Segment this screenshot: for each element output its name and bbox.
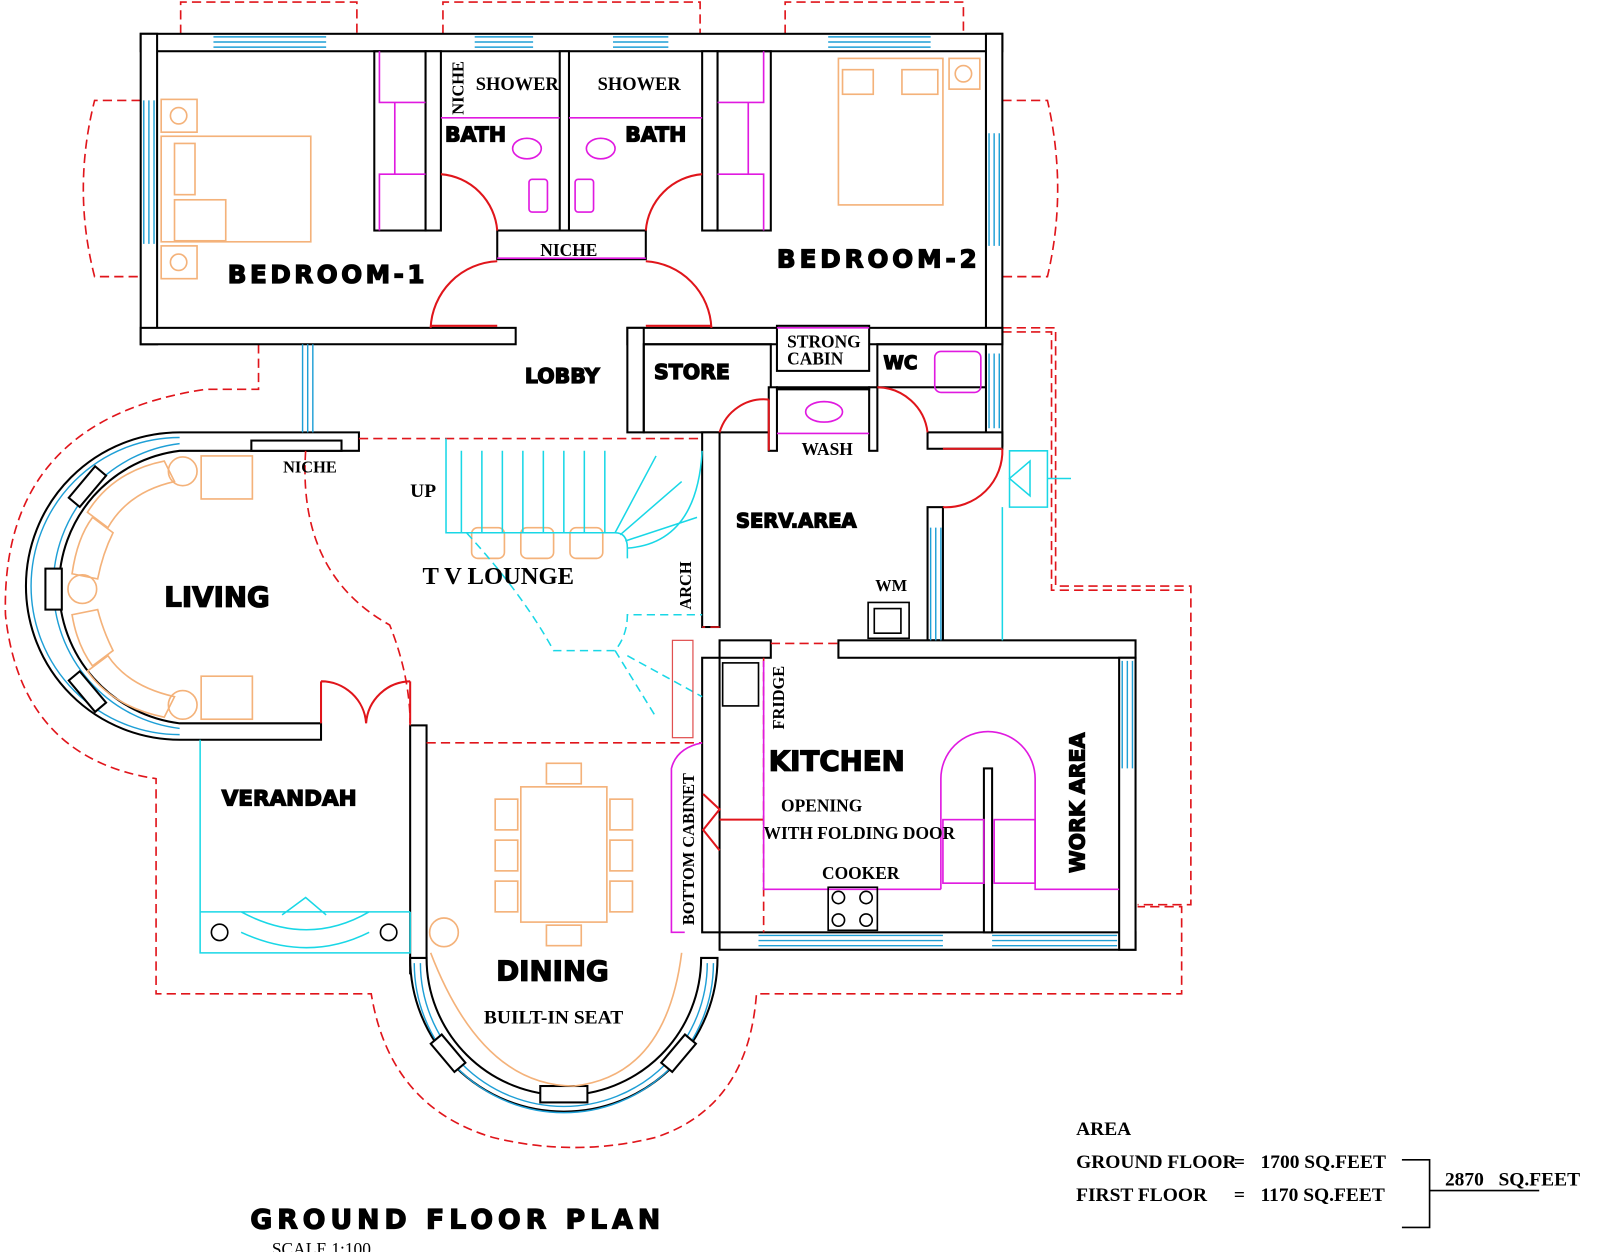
label-cabin: CABIN: [787, 349, 844, 369]
area-ground-floor-eq: =: [1234, 1152, 1245, 1173]
label-strong: STRONG: [787, 331, 861, 351]
label-bath-2: BATH: [625, 122, 686, 146]
sanitary-fixtures: [378, 51, 1120, 934]
label-verandah: VERANDAH: [222, 786, 357, 811]
label-lobby: LOBBY: [525, 364, 601, 388]
label-arch: ARCH: [676, 561, 695, 609]
label-dining: DINING: [496, 954, 609, 987]
label-tv-lounge: T V LOUNGE: [422, 563, 574, 590]
label-bedroom-1: BEDROOM-1: [228, 260, 425, 289]
area-first-floor-label: FIRST FLOOR: [1076, 1185, 1208, 1206]
walls: [25, 32, 1137, 1113]
label-wc: WC: [884, 353, 918, 374]
area-summary: AREA GROUND FLOOR = 1700 SQ.FEET FIRST F…: [1076, 1119, 1580, 1229]
area-total: 2870 SQ.FEET: [1445, 1169, 1580, 1190]
window-mullions: [44, 464, 698, 1104]
label-kitchen: KITCHEN: [769, 744, 905, 777]
plan-title: GROUND FLOOR PLAN: [250, 1204, 660, 1235]
label-serv-area: SERV.AREA: [736, 510, 857, 533]
label-niche-bath: NICHE: [448, 61, 467, 115]
label-bedroom-2: BEDROOM-2: [777, 244, 977, 273]
label-up: UP: [410, 481, 436, 502]
label-niche-living: NICHE: [283, 457, 337, 476]
label-cooker: COOKER: [822, 863, 900, 883]
label-niche-lobby: NICHE: [540, 240, 597, 260]
room-labels: NICHE SHOWER SHOWER BATH BATH NICHE BEDR…: [164, 61, 1090, 1029]
label-store: STORE: [654, 360, 730, 384]
label-living: LIVING: [164, 581, 269, 614]
label-bottom-cabinet: BOTTOM CABINET: [679, 773, 698, 925]
doors: [304, 173, 1004, 933]
area-heading: AREA: [1076, 1119, 1131, 1140]
area-ground-floor-label: GROUND FLOOR: [1076, 1152, 1237, 1173]
plan-scale: SCALE 1:100: [272, 1239, 371, 1252]
appliances: [721, 601, 910, 932]
label-built-in-seat: BUILT-IN SEAT: [484, 1008, 623, 1029]
staircase: [199, 438, 1071, 954]
label-shower-2: SHOWER: [598, 74, 682, 94]
area-first-floor-value: 1170 SQ.FEET: [1261, 1185, 1385, 1206]
area-first-floor-eq: =: [1234, 1185, 1245, 1206]
label-folding-door: WITH FOLDING DOOR: [764, 823, 956, 843]
outer-dashed-outline: [4, 1, 1192, 1149]
label-shower-1: SHOWER: [476, 74, 560, 94]
area-ground-floor-value: 1700 SQ.FEET: [1261, 1152, 1386, 1173]
label-wash: WASH: [802, 439, 854, 459]
label-wm: WM: [875, 576, 907, 595]
furniture: [67, 57, 981, 1087]
windows: [30, 36, 1134, 1114]
area-bracket: [1401, 1158, 1540, 1229]
label-work-area: WORK AREA: [1065, 733, 1089, 873]
label-opening: OPENING: [781, 795, 863, 815]
label-bath-1: BATH: [445, 122, 506, 146]
label-fridge: FRIDGE: [769, 666, 788, 730]
